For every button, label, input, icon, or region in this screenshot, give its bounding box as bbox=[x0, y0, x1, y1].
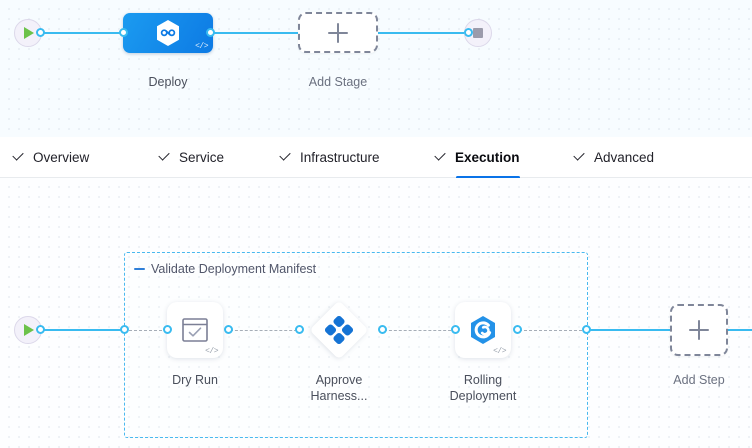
step-code-badge: </> bbox=[205, 347, 218, 356]
add-stage-button[interactable] bbox=[298, 12, 378, 53]
window-check-icon bbox=[182, 318, 208, 342]
stage-node-deploy[interactable]: </> bbox=[123, 13, 213, 53]
edge-rolling-to-groupend bbox=[519, 330, 587, 331]
harness-hexagon-icon bbox=[157, 20, 179, 46]
check-icon bbox=[434, 151, 447, 164]
tab-overview[interactable]: Overview bbox=[12, 137, 89, 178]
edge-deploy-to-addstage bbox=[210, 32, 298, 34]
tab-service[interactable]: Service bbox=[158, 137, 224, 178]
step-node-approve-harness[interactable] bbox=[309, 300, 369, 360]
step-code-badge: </> bbox=[493, 347, 506, 356]
edge-group-to-addstep bbox=[586, 329, 670, 331]
edge-addstep-to-right bbox=[728, 329, 752, 331]
tab-execution[interactable]: Execution bbox=[434, 137, 520, 179]
tab-label: Execution bbox=[455, 150, 520, 165]
rolling-deployment-icon bbox=[471, 316, 495, 344]
tab-underline bbox=[456, 176, 520, 179]
tab-label: Service bbox=[179, 150, 225, 165]
edge-start-to-deploy bbox=[40, 32, 123, 34]
port-dryrun-in[interactable] bbox=[163, 325, 172, 334]
edge-group-to-dryrun bbox=[129, 330, 167, 331]
edge-start-to-group bbox=[40, 329, 126, 331]
stage-code-badge: </> bbox=[195, 42, 208, 51]
port-rolling-in[interactable] bbox=[451, 325, 460, 334]
step-group-title-label: Validate Deployment Manifest bbox=[151, 262, 317, 276]
edge-addstage-to-end bbox=[378, 32, 468, 34]
play-icon bbox=[24, 324, 34, 336]
tab-label: Overview bbox=[33, 150, 90, 165]
port-approve-in[interactable] bbox=[295, 325, 304, 334]
step-label-approve-harness: Approve Harness... bbox=[310, 373, 368, 403]
play-icon bbox=[24, 27, 34, 39]
port-approve-out[interactable] bbox=[378, 325, 387, 334]
approval-quad-icon bbox=[325, 316, 353, 344]
port-rolling-out[interactable] bbox=[513, 325, 522, 334]
port-exec-start-out[interactable] bbox=[36, 325, 45, 334]
step-node-rolling-deployment[interactable]: </> bbox=[455, 302, 511, 358]
port-deploy-out[interactable] bbox=[206, 28, 215, 37]
tab-infrastructure[interactable]: Infrastructure bbox=[279, 137, 380, 178]
check-icon bbox=[279, 151, 292, 164]
add-step-button[interactable] bbox=[670, 304, 728, 356]
stage-graph-canvas[interactable]: </> Deploy Add Stage bbox=[0, 0, 752, 137]
check-icon bbox=[12, 151, 25, 164]
step-node-dry-run[interactable]: </> bbox=[167, 302, 223, 358]
tab-label: Infrastructure bbox=[300, 150, 380, 165]
stage-label-deploy: Deploy bbox=[148, 75, 188, 89]
stage-config-tabs: Overview Service Infrastructure Executio… bbox=[0, 137, 752, 179]
plus-icon bbox=[328, 22, 348, 43]
port-end-in[interactable] bbox=[464, 28, 473, 37]
add-step-label: Add Step bbox=[673, 373, 725, 387]
step-label-rolling-deployment: Rolling Deployment bbox=[449, 373, 517, 403]
execution-graph-canvas[interactable]: Validate Deployment Manifest bbox=[0, 178, 752, 448]
port-deploy-in[interactable] bbox=[119, 28, 128, 37]
edge-dryrun-to-approve bbox=[230, 330, 302, 331]
plus-icon bbox=[689, 320, 709, 340]
tab-label: Advanced bbox=[594, 150, 655, 165]
stop-icon bbox=[473, 28, 483, 38]
check-icon bbox=[158, 151, 171, 164]
edge-approve-to-rolling bbox=[384, 330, 456, 331]
step-group-title[interactable]: Validate Deployment Manifest bbox=[134, 262, 316, 276]
port-start-out[interactable] bbox=[36, 28, 45, 37]
step-label-dry-run: Dry Run bbox=[172, 373, 218, 387]
check-icon bbox=[573, 151, 586, 164]
collapse-dash-icon[interactable] bbox=[134, 268, 145, 270]
add-stage-label: Add Stage bbox=[308, 75, 368, 89]
tab-advanced[interactable]: Advanced bbox=[573, 137, 654, 178]
port-group-in[interactable] bbox=[120, 325, 129, 334]
port-dryrun-out[interactable] bbox=[224, 325, 233, 334]
port-group-out[interactable] bbox=[582, 325, 591, 334]
